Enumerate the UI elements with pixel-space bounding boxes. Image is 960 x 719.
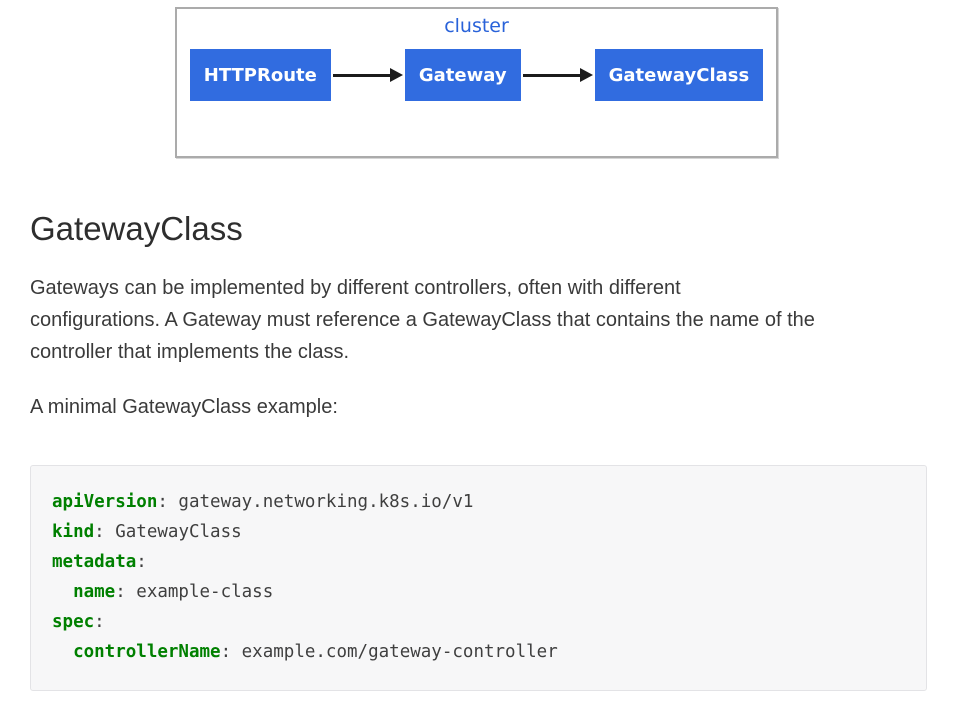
yaml-key: name — [52, 582, 116, 602]
yaml-key: metadata — [52, 552, 137, 572]
arrow-head — [389, 68, 403, 82]
code-line: kind: GatewayClass — [52, 517, 906, 547]
right-arrow-icon — [522, 67, 593, 83]
yaml-code-block: apiVersion: gateway.networking.k8s.io/v1… — [30, 465, 927, 691]
arrow-line — [332, 73, 390, 77]
code-line: spec: — [52, 607, 906, 637]
yaml-value: : GatewayClass — [94, 522, 242, 542]
yaml-value: : example-class — [115, 582, 274, 602]
node-gatewayclass: GatewayClass — [594, 49, 764, 101]
page-title: GatewayClass — [30, 210, 243, 247]
cluster-diagram: cluster HTTPRoute Gateway GatewayClass — [175, 7, 778, 158]
node-gateway: Gateway — [404, 49, 521, 101]
code-line: metadata: — [52, 547, 906, 577]
paragraph-line: configurations. A Gateway must reference… — [30, 309, 815, 331]
arrow-line — [522, 73, 580, 77]
yaml-key: apiVersion — [52, 492, 158, 512]
yaml-value: : gateway.networking.k8s.io/v1 — [157, 492, 474, 512]
code-line: apiVersion: gateway.networking.k8s.io/v1 — [52, 487, 906, 517]
cluster-label: cluster — [444, 15, 509, 37]
paragraph-line: controller that implements the class. — [30, 341, 350, 363]
yaml-value: : example.com/gateway-controller — [220, 642, 558, 662]
paragraph-line: A minimal GatewayClass example: — [30, 396, 338, 418]
diagram-nodes-row: HTTPRoute Gateway GatewayClass — [177, 49, 776, 101]
yaml-value: : — [94, 612, 105, 632]
code-line: controllerName: example.com/gateway-cont… — [52, 637, 906, 667]
code-line: name: example-class — [52, 577, 906, 607]
article-content: GatewayClass Gateways can be implemented… — [30, 209, 928, 691]
yaml-key: kind — [52, 522, 95, 542]
paragraph-example-intro: A minimal GatewayClass example: — [30, 391, 928, 423]
yaml-key: controllerName — [52, 642, 221, 662]
paragraph-line: Gateways can be implemented by different… — [30, 277, 681, 299]
arrow-head — [579, 68, 593, 82]
paragraph-description: Gateways can be implemented by different… — [30, 272, 928, 368]
yaml-key: spec — [52, 612, 95, 632]
right-arrow-icon — [332, 67, 403, 83]
node-httproute: HTTPRoute — [189, 49, 331, 101]
yaml-value: : — [136, 552, 147, 572]
